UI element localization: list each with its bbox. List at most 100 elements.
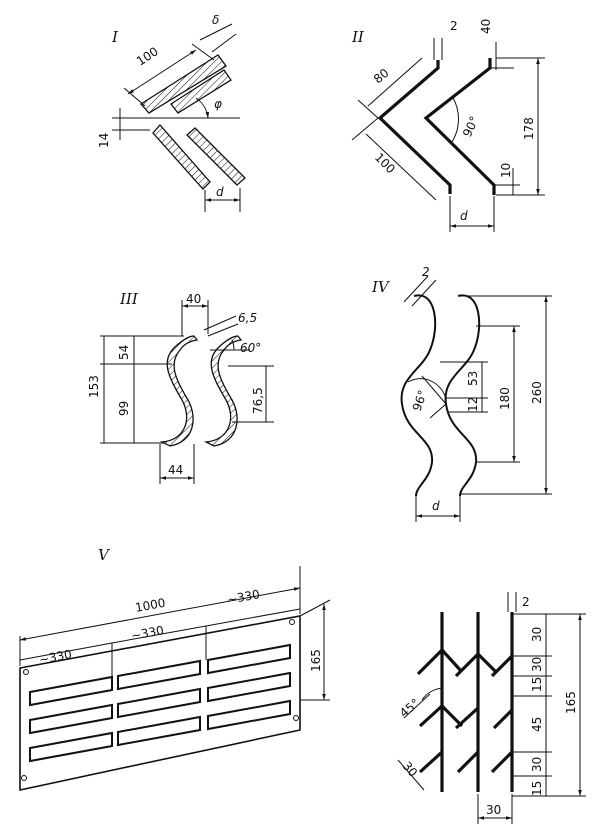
branch — [454, 706, 480, 730]
figure-iv: IV 2 260 180 53 12 96° d — [371, 265, 552, 522]
s-blade-right — [203, 335, 243, 447]
dimension-30-diagonal-label: 30 — [400, 759, 421, 780]
branch — [418, 750, 444, 774]
dimension-40-label: 40 — [479, 19, 493, 34]
dimension-15-label-a: 15 — [530, 677, 544, 692]
reference-line — [421, 375, 447, 405]
angle-arc — [451, 95, 459, 143]
dimension-line — [127, 49, 197, 95]
leader-line — [411, 279, 437, 307]
mounting-hole — [21, 775, 27, 781]
branch — [476, 652, 498, 674]
extension-line — [299, 599, 331, 617]
dimension-165-label: 165 — [564, 691, 578, 714]
reference-line — [403, 693, 431, 719]
angle-45-label: 45° — [397, 696, 422, 720]
mounting-hole — [293, 715, 299, 721]
thickness-2-label: 2 — [522, 595, 530, 609]
dimension-line — [365, 133, 437, 201]
slot — [207, 643, 291, 675]
spacing-d-label: d — [432, 499, 440, 513]
spacing-d-label: d — [460, 209, 468, 223]
slot — [29, 675, 113, 707]
slot — [207, 699, 291, 731]
figure-vi: 2 30 30 15 45 30 15 165 45° 30 30 — [397, 592, 586, 824]
branch — [416, 648, 444, 676]
dimension-45-label: 45 — [530, 717, 544, 732]
figure-i: I 100 δ φ 14 d — [97, 13, 246, 212]
branch — [490, 654, 514, 678]
figure-ii: II 2 40 178 10 80 100 90° d — [351, 19, 545, 232]
dimension-30-label-b: 30 — [530, 657, 544, 672]
dimension-54-label: 54 — [117, 345, 131, 360]
extension-line — [191, 43, 215, 61]
dimension-100-label: 100 — [372, 150, 398, 176]
branch — [456, 750, 480, 774]
slot — [29, 731, 113, 763]
angle-arc — [407, 378, 447, 401]
dimension-10-label: 10 — [499, 163, 513, 178]
dimension-1000-label: 1000 — [134, 596, 167, 615]
dimension-30-label-c: 30 — [530, 757, 544, 772]
angle-arc — [195, 97, 210, 119]
span-330-label-2: ~330 — [130, 623, 165, 643]
angle-90-label: 90° — [460, 114, 482, 139]
dimension-14-label: 14 — [97, 133, 111, 148]
chevron-blade-right — [423, 58, 496, 195]
dimension-line — [111, 625, 207, 644]
dimension-99-label: 99 — [117, 401, 131, 416]
leader-line — [207, 323, 239, 337]
branch — [454, 652, 480, 678]
dimension-line — [367, 57, 423, 107]
figure-ii-label: II — [351, 28, 365, 46]
slot — [29, 703, 113, 735]
mounting-hole — [289, 619, 295, 625]
dimension-line — [19, 642, 113, 661]
thickness-6-5-label: 6,5 — [238, 311, 257, 325]
angle-arc — [231, 339, 235, 351]
thickness-2-label: 2 — [450, 19, 458, 33]
branches — [416, 648, 514, 774]
figure-iii: III 153 54 99 40 6,5 60° 76,5 44 — [87, 290, 274, 484]
mounting-hole — [23, 669, 29, 675]
wave-blade-left — [400, 294, 437, 497]
blade-lower-left — [152, 124, 211, 190]
dimension-12-label: 12 — [466, 397, 480, 412]
branch — [492, 708, 514, 730]
wave-blade-right — [444, 294, 481, 497]
dimension-44-label: 44 — [168, 463, 183, 477]
figure-i-label: I — [111, 28, 119, 46]
dimension-100-label: 100 — [134, 44, 161, 68]
extension-line — [199, 23, 233, 41]
angle-96-label: 96° — [410, 388, 430, 413]
dimension-line — [397, 759, 425, 791]
span-330-label-3: ~330 — [226, 587, 261, 607]
s-blade-left — [159, 335, 199, 447]
grille-panel — [19, 615, 301, 791]
angle-60-label: 60° — [240, 341, 261, 355]
dimension-180-label: 180 — [498, 387, 512, 410]
slot — [117, 687, 201, 719]
blade-lower-right — [186, 127, 246, 186]
dimension-line — [205, 608, 301, 627]
blade-upper-right — [170, 69, 232, 114]
branch — [440, 648, 464, 674]
extension-line — [357, 99, 379, 119]
branch — [490, 750, 514, 774]
dimension-40-label: 40 — [186, 292, 201, 306]
slot — [117, 715, 201, 747]
extension-line — [123, 87, 146, 107]
extension-line — [351, 117, 379, 141]
angle-phi-label: φ — [214, 97, 222, 111]
chevron-blade-left — [377, 60, 452, 194]
dimension-30-bottom-label: 30 — [486, 803, 501, 817]
extension-line — [211, 33, 237, 53]
figure-v: V 1000 ~330 ~330 ~330 — [19, 546, 331, 791]
thickness-2-label: 2 — [422, 265, 430, 279]
dimension-80-label: 80 — [371, 66, 392, 87]
branch — [440, 704, 464, 728]
spacing-d-label: d — [216, 185, 224, 199]
dimension-76-5-label: 76,5 — [251, 387, 265, 414]
figure-v-label: V — [98, 546, 111, 564]
